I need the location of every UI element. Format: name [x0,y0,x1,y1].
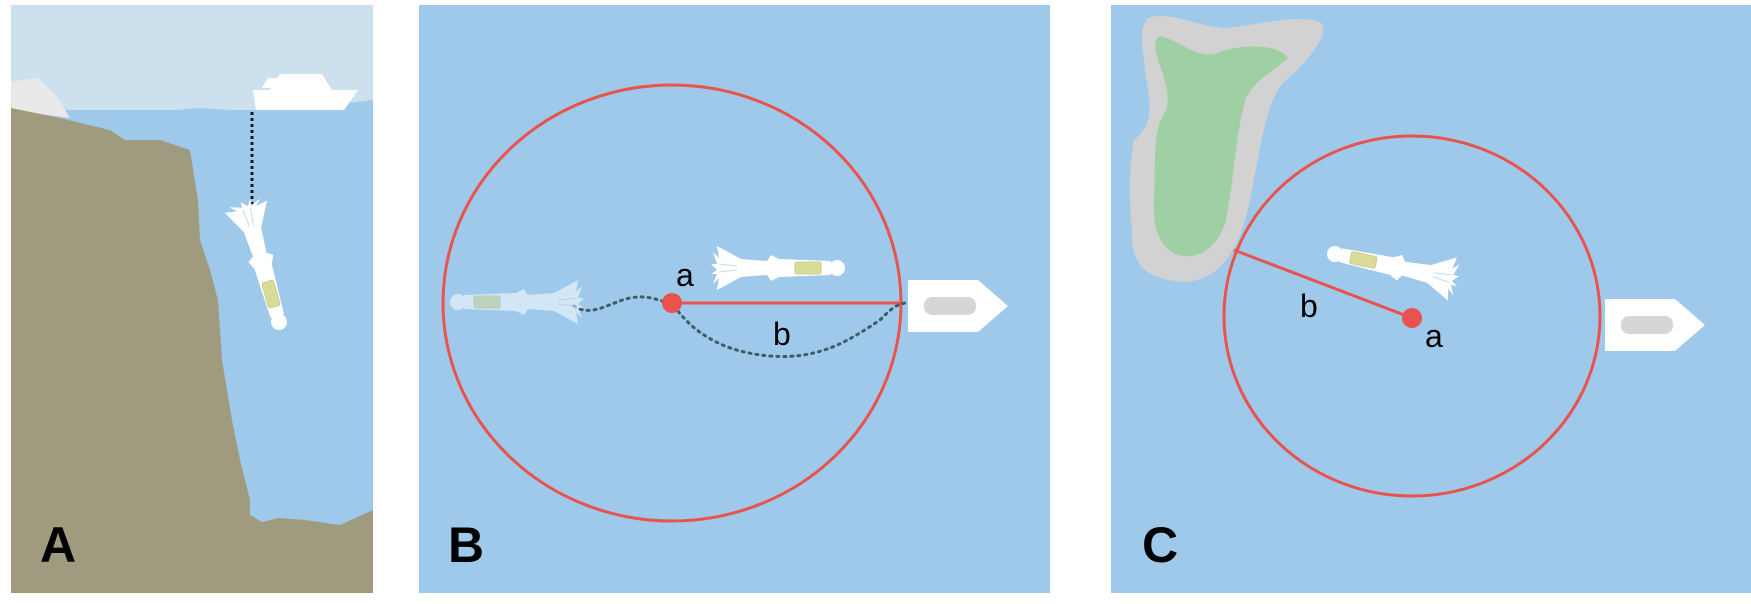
panel-a-letter: A [40,517,76,573]
range-circle [441,83,903,523]
radius-b-label: b [1300,288,1318,324]
panel-a: A [11,5,373,593]
panel-c: a b C [1111,5,1751,593]
panel-b-letter: B [448,517,484,573]
panel-c-letter: C [1142,517,1178,573]
panel-b: a b B [419,5,1050,593]
point-a-label: a [676,257,694,293]
island-land [1153,36,1288,257]
boat-icon [253,74,358,110]
point-a-marker [662,293,682,313]
radius-b-label: b [773,316,791,352]
island-icon [1129,15,1324,283]
cliff-wall [11,108,373,593]
swim-path [572,295,907,359]
range-circle [1222,134,1602,498]
radius-line [1233,248,1413,320]
point-a-label: a [1425,318,1443,354]
point-a-marker [1402,308,1422,328]
